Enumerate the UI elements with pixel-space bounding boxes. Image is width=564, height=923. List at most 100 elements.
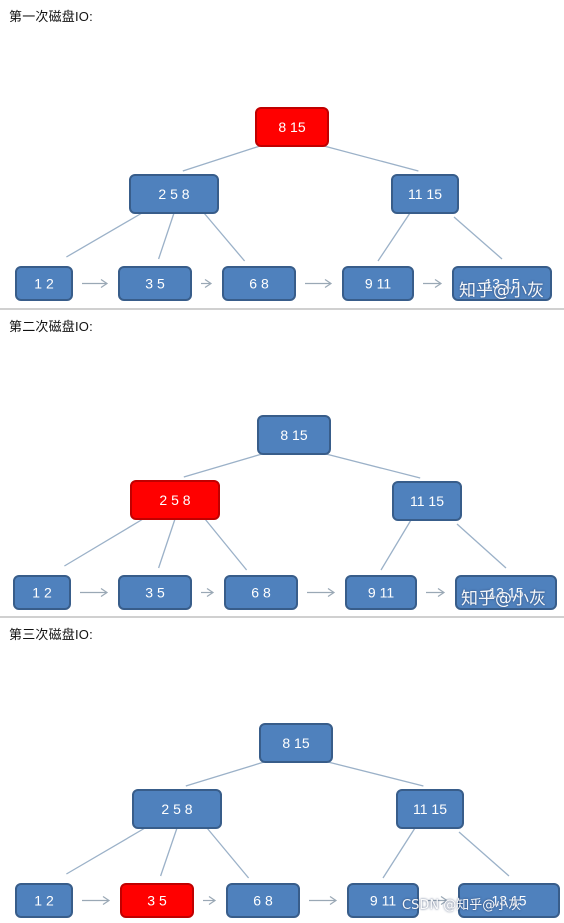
leaf-node: 6 8 [222, 266, 296, 301]
leaf-node: 6 8 [226, 883, 300, 918]
leaf-node: 1 2 [15, 266, 73, 301]
tree-edge [203, 212, 246, 262]
root-node: 8 15 [255, 107, 329, 147]
internal-node-box [129, 174, 219, 214]
leaf-node-keys: 13 15 [491, 893, 526, 909]
btree-diagram: 8 15 2 5 8 11 15 1 2 3 5 6 8 9 11 13 15 [15, 723, 560, 918]
leaf-node-keys: 1 2 [32, 585, 52, 601]
internal-node-keys: 2 5 8 [161, 801, 192, 817]
leaf-node-keys: 9 11 [368, 585, 394, 601]
leaf-link-arrow [82, 896, 111, 905]
internal-node-box [391, 174, 459, 214]
leaf-node-keys: 3 5 [147, 893, 167, 909]
leaf-link-arrow [426, 588, 446, 597]
btree-diagram: 8 15 2 5 8 11 15 1 2 3 5 6 8 9 11 13 15 [15, 107, 552, 301]
tree-edge [456, 523, 507, 569]
internal-node-box [392, 481, 462, 521]
watermark: 知乎@小灰 [461, 589, 546, 609]
watermark: CSDN @知乎@小灰 [402, 898, 522, 913]
root-node: 8 15 [257, 415, 331, 455]
leaf-node: 13 15 [452, 266, 552, 301]
leaf-node-keys: 13 15 [484, 276, 519, 292]
leaf-node-box [226, 883, 300, 918]
root-node-box [257, 415, 331, 455]
internal-node-keys: 2 5 8 [158, 186, 189, 202]
leaf-node-keys: 6 8 [253, 893, 273, 909]
leaf-node: 1 2 [15, 883, 73, 918]
internal-node-keys: 2 5 8 [159, 492, 190, 508]
internal-node: 2 5 8 [130, 480, 220, 520]
internal-node-keys: 11 15 [413, 801, 447, 817]
leaf-node: 13 15 [455, 575, 557, 610]
leaf-link-arrow [423, 279, 443, 288]
root-node-keys: 8 15 [278, 119, 305, 135]
internal-node: 2 5 8 [129, 174, 219, 214]
tree-edge [323, 145, 419, 172]
leaf-node: 9 11 [345, 575, 417, 610]
leaf-link-arrow [203, 896, 217, 905]
tree-edge [183, 453, 263, 478]
leaf-node: 9 11 [347, 883, 419, 918]
tree-edge [325, 453, 421, 479]
leaf-link-arrow [201, 588, 215, 597]
leaf-link-arrow [428, 896, 449, 905]
leaf-node: 1 2 [13, 575, 71, 610]
leaf-node-keys: 6 8 [249, 276, 269, 292]
root-node-keys: 8 15 [280, 427, 307, 443]
tree-edge [66, 827, 146, 875]
leaf-node-box [118, 575, 192, 610]
internal-node-keys: 11 15 [408, 186, 442, 202]
leaf-link-arrow [201, 279, 213, 288]
internal-node: 11 15 [392, 481, 462, 521]
leaf-node: 3 5 [118, 266, 192, 301]
leaf-link-arrow [80, 588, 109, 597]
leaf-node-box [452, 266, 552, 301]
internal-node-box [130, 480, 220, 520]
tree-edge [380, 519, 412, 571]
leaf-node: 9 11 [342, 266, 414, 301]
leaf-node-keys: 3 5 [145, 276, 165, 292]
leaf-node-box [15, 266, 73, 301]
tree-edge [64, 518, 144, 567]
tree-edge [327, 761, 424, 787]
leaf-node-box [345, 575, 417, 610]
tree-edge [458, 831, 510, 877]
leaf-link-arrow [82, 279, 109, 288]
leaf-node-keys: 1 2 [34, 276, 54, 292]
root-node: 8 15 [259, 723, 333, 763]
leaf-node-box [118, 266, 192, 301]
leaf-node-keys: 6 8 [251, 585, 271, 601]
leaf-node-box [347, 883, 419, 918]
leaf-node: 13 15 [458, 883, 560, 918]
tree-edge [204, 518, 248, 571]
internal-node-box [132, 789, 222, 829]
internal-node: 11 15 [391, 174, 459, 214]
leaf-node: 3 5 [120, 883, 194, 918]
leaf-node-box [458, 883, 560, 918]
watermark: 知乎@小灰 [459, 281, 544, 301]
leaf-node: 3 5 [118, 575, 192, 610]
leaf-node-box [120, 883, 194, 918]
leaf-link-arrow [309, 896, 338, 905]
leaf-node-box [224, 575, 298, 610]
leaf-node-keys: 13 15 [488, 585, 523, 601]
leaf-node-box [13, 575, 71, 610]
root-node-keys: 8 15 [282, 735, 309, 751]
internal-node-box [396, 789, 464, 829]
btree-diagram: 8 15 2 5 8 11 15 1 2 3 5 6 8 9 11 13 15 [13, 415, 557, 610]
leaf-node-box [455, 575, 557, 610]
leaf-link-arrow [307, 588, 336, 597]
tree-edge [157, 518, 176, 569]
tree-edge [157, 212, 175, 260]
leaf-node: 6 8 [224, 575, 298, 610]
leaf-node-keys: 9 11 [365, 276, 391, 292]
leaf-node-box [15, 883, 73, 918]
tree-edge [66, 212, 143, 258]
leaf-node-keys: 9 11 [370, 893, 396, 909]
leaf-node-box [342, 266, 414, 301]
tree-edge [377, 212, 411, 262]
leaf-node-box [222, 266, 296, 301]
